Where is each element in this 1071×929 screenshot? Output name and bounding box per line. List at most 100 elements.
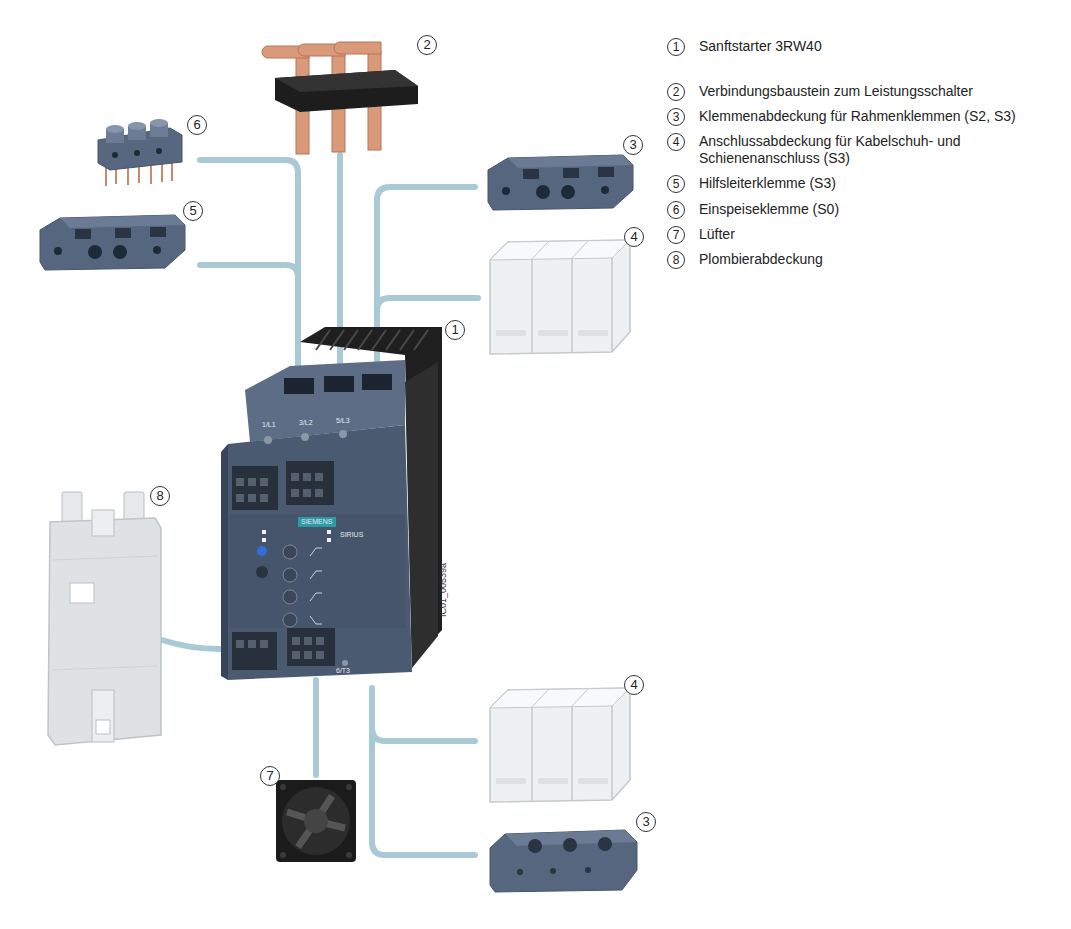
opening	[315, 489, 323, 497]
fan-screw-hole	[280, 852, 286, 858]
cover-fold	[52, 556, 158, 560]
icon	[310, 616, 322, 624]
opening	[315, 473, 323, 481]
fan-opening	[282, 787, 350, 855]
opening	[292, 651, 300, 659]
setting-icons	[310, 548, 322, 624]
leader-lines	[162, 155, 478, 855]
callout-number: 6	[187, 115, 207, 135]
opening	[236, 640, 244, 648]
connection-cover-upper	[490, 240, 630, 354]
legend-text: Plombierabdeckung	[699, 251, 823, 268]
cover-slot	[96, 720, 110, 734]
pin	[105, 168, 107, 186]
reset-button	[256, 566, 268, 578]
pin	[161, 164, 163, 182]
setting-knob	[283, 613, 297, 627]
cover-hole	[517, 869, 523, 875]
heatsink-fins	[316, 330, 428, 350]
fan-screw-hole	[346, 852, 352, 858]
icon	[310, 548, 322, 556]
opening	[248, 640, 256, 648]
terminal-slot	[324, 376, 354, 392]
device-marking: 3/L2	[299, 419, 313, 427]
cover-hole	[585, 867, 591, 873]
fin	[358, 330, 372, 350]
cover-hanger	[92, 510, 114, 536]
leader-line	[372, 728, 475, 741]
cover-notch	[598, 837, 612, 851]
device-edge	[221, 444, 228, 680]
fin	[344, 330, 358, 350]
fan	[276, 780, 356, 862]
legend-text: Einspeiseklemme (S0)	[699, 201, 839, 218]
opening	[236, 494, 244, 502]
terminal-screw	[134, 150, 140, 156]
link-module	[262, 42, 418, 154]
terminal-cover-lower	[490, 830, 637, 892]
callout-number: 7	[260, 766, 280, 786]
fin	[386, 330, 400, 350]
terminal-slot	[284, 378, 314, 394]
callout-number: 7	[667, 226, 685, 244]
callout-number: 3	[636, 812, 656, 832]
status-leds	[262, 530, 331, 542]
setting-knob	[283, 568, 297, 582]
terminal-screw	[264, 436, 272, 444]
callout-number: 6	[667, 201, 685, 219]
cover-body	[490, 830, 637, 892]
control-terminal	[286, 461, 334, 505]
callout-number: 2	[417, 35, 437, 55]
leader-line	[372, 688, 475, 855]
icon	[310, 593, 322, 601]
copper-tab	[334, 42, 381, 54]
fin	[316, 330, 330, 350]
drawing-number: IC01_00539a	[438, 563, 448, 617]
terminal-cylinder-top	[106, 125, 124, 133]
opening	[303, 473, 311, 481]
callout-number: 8	[667, 251, 685, 269]
leader-line	[377, 298, 478, 310]
callout-number: 8	[150, 486, 170, 506]
opening	[248, 478, 256, 486]
terminal-screw	[156, 148, 162, 154]
terminal-cylinder-top	[150, 119, 168, 127]
test-button	[257, 546, 267, 556]
fin	[400, 330, 414, 350]
legend-text: Klemmenabdeckung für Rahmenklemmen (S2, …	[699, 108, 1016, 125]
cover-fold	[52, 666, 158, 670]
opening	[292, 637, 300, 645]
opening	[260, 640, 268, 648]
cover-hole	[550, 868, 556, 874]
legend-text: Verbindungsbaustein zum Leistungsschalte…	[699, 83, 973, 100]
opening	[248, 494, 256, 502]
led	[262, 538, 266, 542]
legend-text: Anschlussabdeckung für Kabelschuh- und S…	[699, 133, 999, 167]
link-top	[275, 70, 418, 92]
opening	[260, 494, 268, 502]
fin	[414, 330, 428, 350]
opening	[303, 489, 311, 497]
led	[262, 530, 266, 534]
led	[327, 530, 331, 534]
callout-number: 5	[667, 175, 685, 193]
sealable-cover	[48, 492, 161, 745]
terminal-cylinder-top	[128, 122, 146, 130]
terminal-cover-upper	[488, 155, 633, 210]
terminal-openings	[236, 637, 324, 659]
callout-number: 4	[624, 227, 644, 247]
device-marking: SIEMENS	[301, 518, 333, 526]
terminal-openings	[236, 473, 323, 502]
cover-notch	[563, 838, 577, 852]
leader-line	[200, 160, 298, 385]
opening	[304, 651, 312, 659]
leader-line	[313, 680, 319, 775]
fan-screw-hole	[280, 784, 286, 790]
setting-knob	[283, 545, 297, 559]
opening	[316, 651, 324, 659]
device-front	[228, 425, 412, 680]
device-marking: SIRIUS	[340, 531, 363, 539]
callout-number: 3	[623, 135, 643, 155]
pin	[171, 163, 173, 181]
fan-hub	[304, 809, 328, 833]
